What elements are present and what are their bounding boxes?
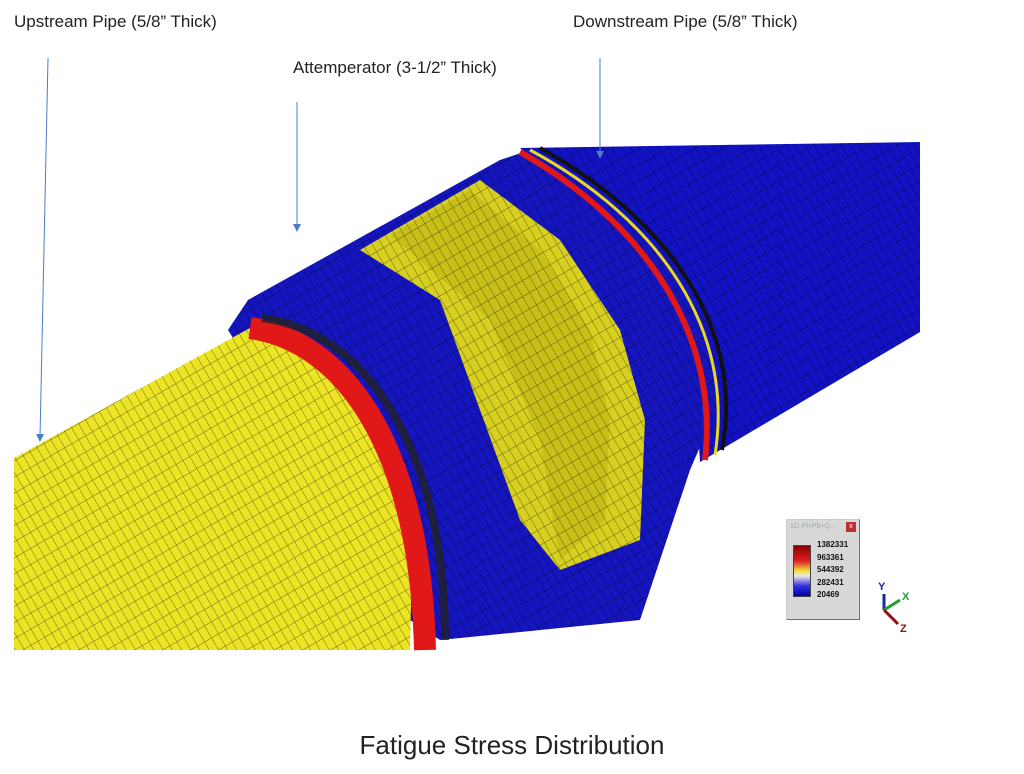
attemperator-label: Attemperator (3-1/2” Thick) [293, 58, 497, 77]
upstream-pipe [14, 314, 449, 651]
upstream-arrow [36, 57, 49, 442]
legend-value: 544392 [817, 565, 844, 574]
legend-value: 282431 [817, 577, 844, 587]
axis-z-label: Z [900, 623, 907, 635]
axis-x-label: X [902, 591, 910, 603]
downstream-label: Downstream Pipe (5/8” Thick) [573, 12, 798, 31]
downstream-pipe [520, 142, 920, 462]
legend-close-button[interactable]: x [846, 522, 856, 532]
axis-triad: Y X Z [878, 581, 910, 635]
legend-value: 1382331 [817, 540, 849, 549]
legend-color-bar [793, 545, 811, 597]
legend-value: 20469 [817, 590, 840, 599]
upstream-label: Upstream Pipe (5/8” Thick) [14, 12, 217, 31]
legend-title-bar: 11) Pl+Pb+Q... x [787, 520, 859, 534]
legend-value: 963361 [817, 552, 844, 562]
legend-title: 11) Pl+Pb+Q... [790, 523, 836, 530]
figure-caption: Fatigue Stress Distribution [359, 730, 665, 760]
axis-y-label: Y [878, 581, 886, 593]
stress-legend: 11) Pl+Pb+Q... x 1382331 963361 544392 2… [786, 519, 860, 620]
